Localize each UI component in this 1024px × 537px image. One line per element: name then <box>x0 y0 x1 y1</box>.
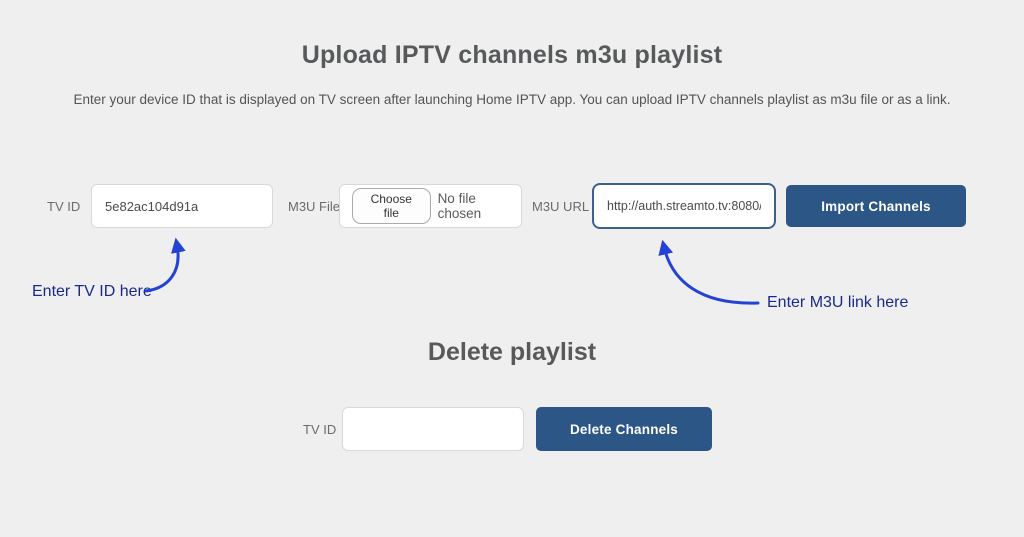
choose-file-button[interactable]: Choose file <box>352 188 431 224</box>
tv-id-label: TV ID <box>47 198 81 214</box>
m3u-url-label: M3U URL <box>532 198 590 214</box>
import-channels-button[interactable]: Import Channels <box>786 185 966 227</box>
m3u-link-arrow <box>658 239 760 305</box>
m3u-file-label: M3U File <box>288 198 341 214</box>
no-file-chosen-text: No file chosen <box>437 191 482 221</box>
m3u-url-input[interactable] <box>592 183 776 229</box>
delete-tv-id-input[interactable] <box>342 407 524 451</box>
page-subtitle: Enter your device ID that is displayed o… <box>73 92 951 107</box>
delete-tv-id-label: TV ID <box>303 421 337 437</box>
m3u-link-hint-text: Enter M3U link here <box>767 294 909 311</box>
tv-id-input[interactable] <box>91 184 273 228</box>
tv-id-hint-text: Enter TV ID here <box>32 283 152 300</box>
delete-playlist-heading: Delete playlist <box>427 338 597 366</box>
delete-channels-button[interactable]: Delete Channels <box>536 407 712 451</box>
page-title: Upload IPTV channels m3u playlist <box>301 41 723 69</box>
m3u-file-input[interactable]: Choose file No file chosen <box>339 184 522 228</box>
